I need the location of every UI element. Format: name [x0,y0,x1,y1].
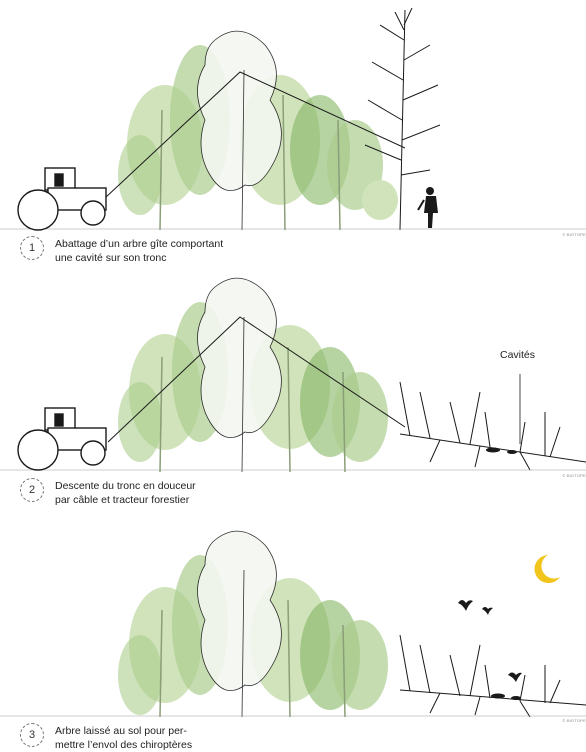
step-1-number: 1 [20,236,44,260]
lumberjack-icon [418,187,438,228]
panel-3: © BIOTOPE 3 Arbre laissé au sol pour per… [0,515,586,752]
fallen-tree [400,635,586,717]
panel-1-illustration [0,0,586,250]
tractor-icon [18,408,106,470]
step-2-number: 2 [20,478,44,502]
step-2-caption: Descente du tronc en douceur par câble e… [55,479,196,507]
falling-tree [400,382,586,470]
panel-3-credit: © BIOTOPE [562,718,586,723]
panel-3-illustration [0,515,586,752]
step-1-caption: Abattage d’un arbre gîte comportant une … [55,237,223,265]
cavities-label: Cavités [500,349,535,361]
panel-2-credit: © BIOTOPE [562,473,586,478]
step-3: 3 Arbre laissé au sol pour per- mettre l… [20,723,192,752]
step-3-number: 3 [20,723,44,747]
step-1: 1 Abattage d’un arbre gîte comportant un… [20,236,223,265]
step-2: 2 Descente du tronc en douceur par câble… [20,478,196,507]
panel-2: Cavités © BIOTOPE 2 Descente du tronc en… [0,262,586,507]
panel-1: © BIOTOPE 1 Abattage d’un arbre gîte com… [0,0,586,250]
step-3-caption: Arbre laissé au sol pour per- mettre l’e… [55,724,192,752]
bat-icon [458,600,522,682]
panel-1-credit: © BIOTOPE [562,232,586,237]
panel-2-illustration [0,262,586,507]
cavity-icon [486,448,517,455]
moon-icon [535,555,560,583]
center-tree-outline [198,278,282,472]
tractor-icon [18,168,106,230]
